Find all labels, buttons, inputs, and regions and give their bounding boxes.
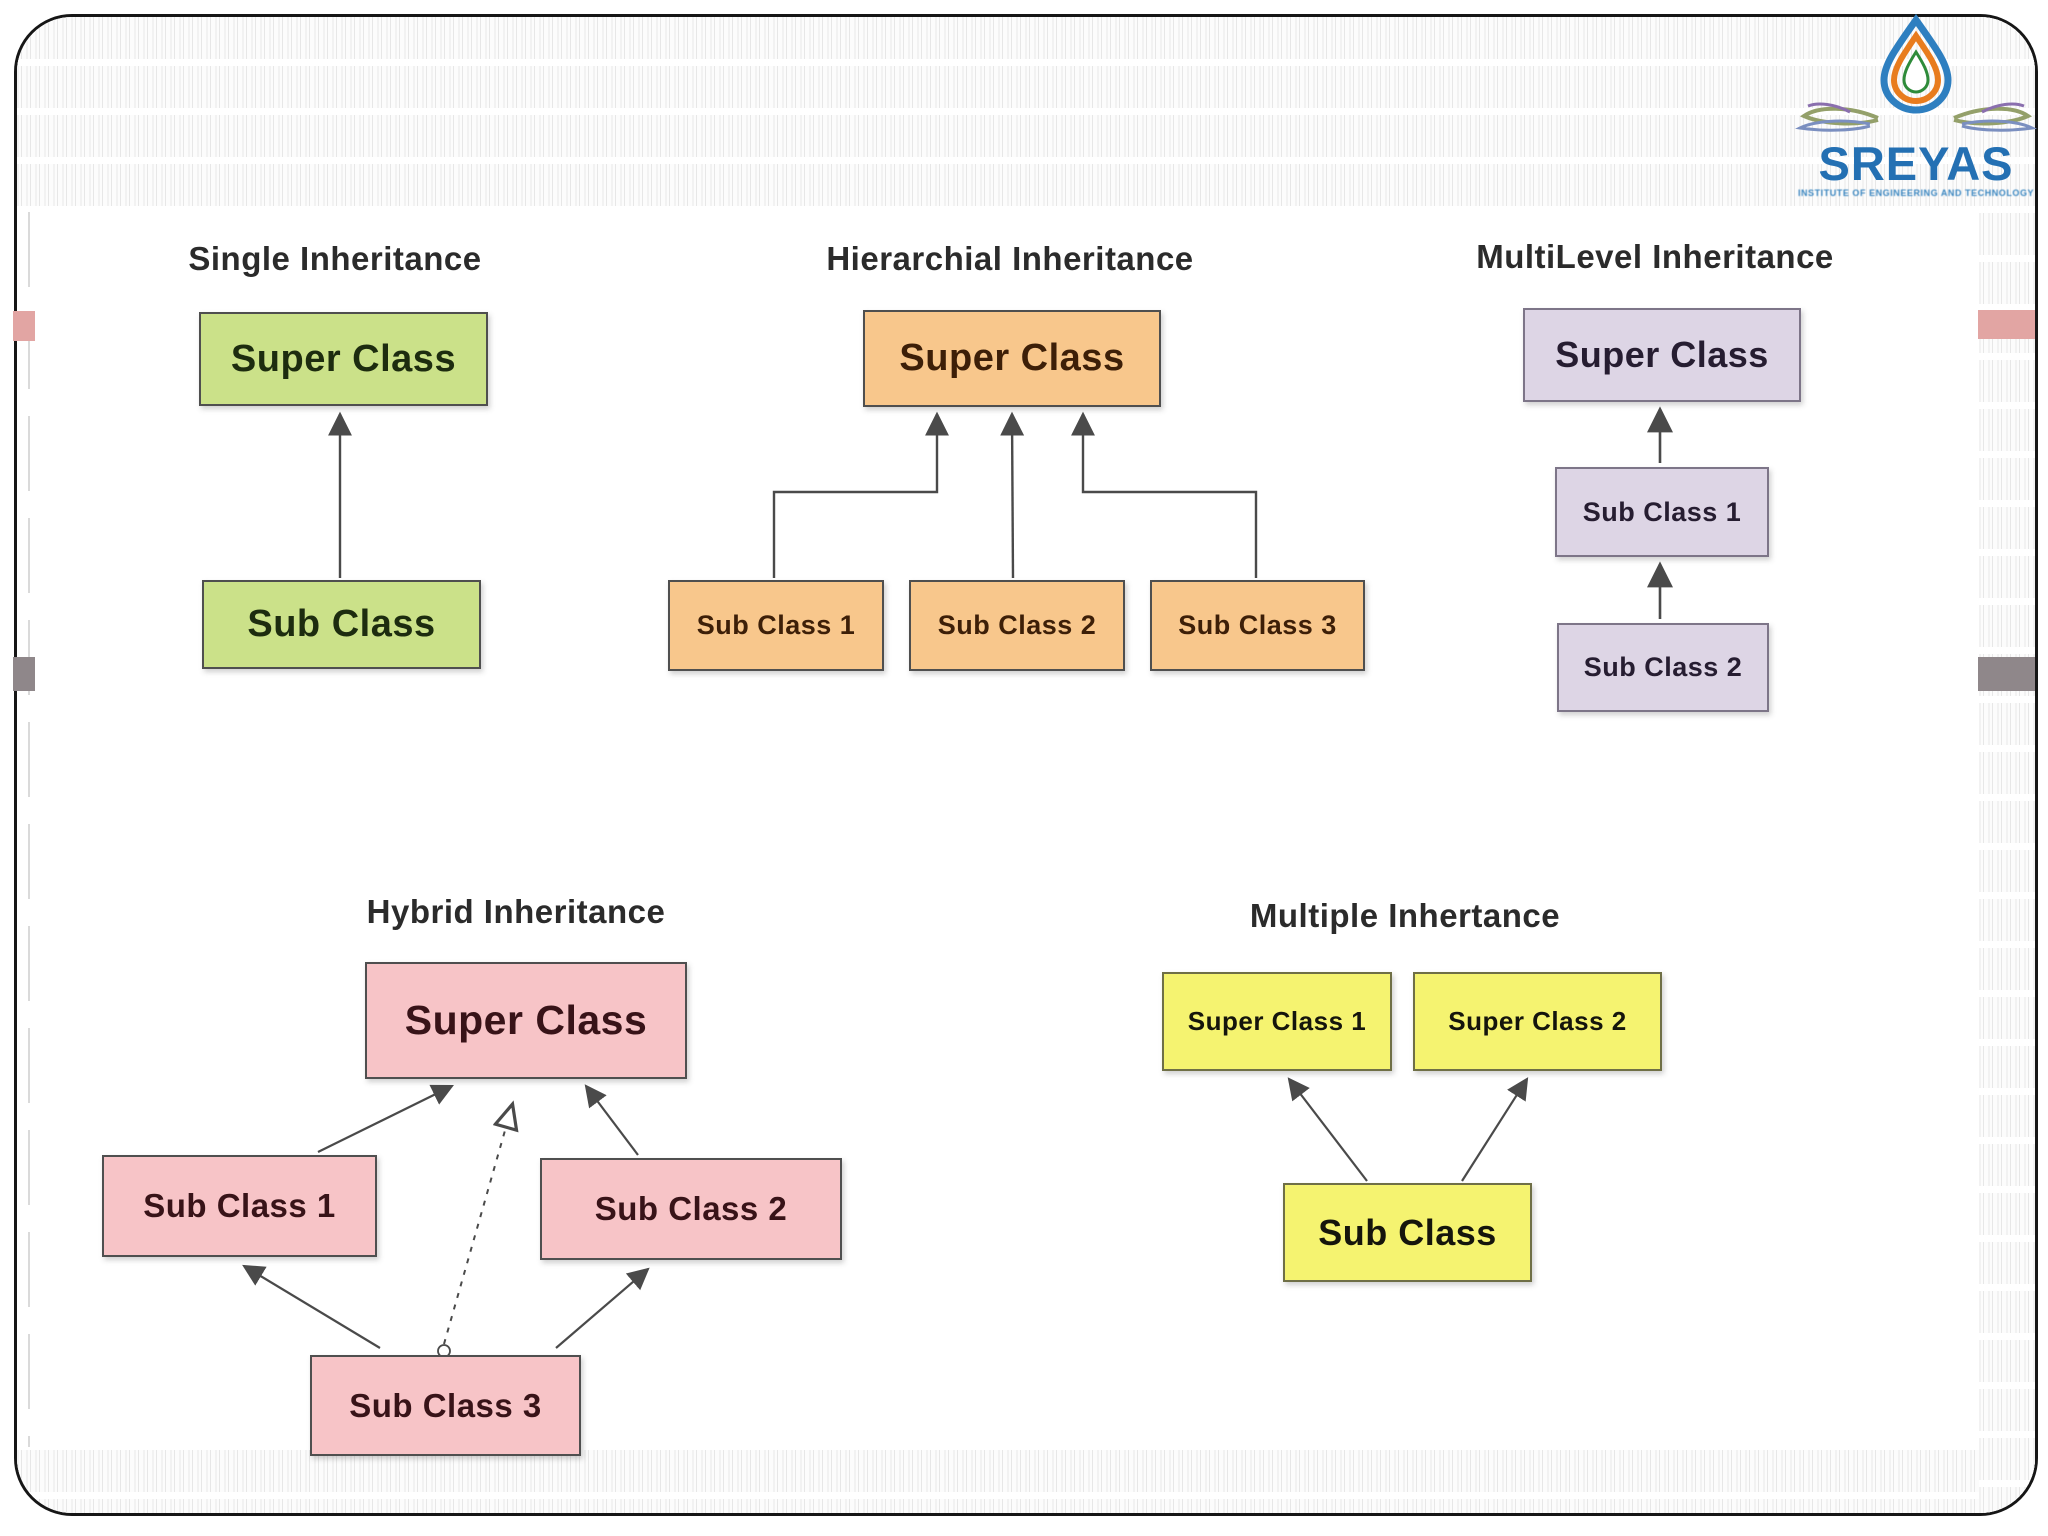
arrow-hier-sub3-to-super (1071, 411, 1258, 578)
multilevel-super-class-label: Super Class (1555, 334, 1769, 375)
arrow-hier-sub1-to-super (772, 411, 949, 578)
multiple-sub-class-box: Sub Class (1283, 1183, 1532, 1282)
left-gray-marker (13, 657, 35, 691)
right-texture-band (1979, 17, 2035, 1513)
hierarchical-sub-class-3-label: Sub Class 3 (1178, 610, 1337, 640)
logo-tagline-text: INSTITUTE OF ENGINEERING AND TECHNOLOGY (1797, 188, 2035, 198)
arrow-hybrid-sub2-to-super (584, 1084, 639, 1156)
sreyas-flame-icon (1795, 13, 2037, 132)
right-pink-marker (1978, 310, 2035, 339)
arrow-multiple-sub-to-super2 (1461, 1077, 1529, 1182)
arrow-hybrid-sub3-to-super-dashed (443, 1106, 512, 1345)
multilevel-sub-class-1-label: Sub Class 1 (1582, 496, 1742, 527)
hierarchical-sub-class-1-box: Sub Class 1 (668, 580, 884, 671)
right-gray-marker (1978, 657, 2035, 691)
page-frame (14, 14, 2038, 1516)
multilevel-sub-class-2-box: Sub Class 2 (1557, 623, 1769, 712)
hybrid-sub-class-2-box: Sub Class 2 (540, 1158, 842, 1260)
hybrid-sub-class-3-box: Sub Class 3 (310, 1355, 581, 1456)
hierarchical-sub-class-3-box: Sub Class 3 (1150, 580, 1365, 671)
sreyas-logo: SREYAS INSTITUTE OF ENGINEERING AND TECH… (1700, 13, 2045, 199)
arrow-hier-sub2-to-super (1000, 411, 1025, 579)
hybrid-inheritance-title: Hybrid Inheritance (366, 893, 666, 930)
left-margin-dashed-line (28, 212, 30, 1447)
single-sub-class-label: Sub Class (247, 603, 436, 645)
hybrid-sub-class-1-box: Sub Class 1 (102, 1155, 377, 1257)
arrow-multiple-sub-to-super1 (1287, 1077, 1368, 1182)
logo-brand-text: SREYAS (1818, 137, 2014, 190)
hybrid-sub-class-1-label: Sub Class 1 (143, 1187, 336, 1224)
multiple-super-class-2-label: Super Class 2 (1448, 1006, 1627, 1036)
hierarchical-super-class-box: Super Class (863, 310, 1161, 407)
multilevel-sub-class-2-label: Sub Class 2 (1583, 652, 1743, 682)
top-texture-band (17, 17, 2035, 209)
multiple-sub-class-label: Sub Class (1318, 1211, 1497, 1253)
multiple-super-class-2-box: Super Class 2 (1413, 972, 1662, 1071)
hybrid-super-class-label: Super Class (404, 997, 648, 1043)
single-super-class-label: Super Class (230, 337, 457, 380)
hierarchical-super-class-label: Super Class (899, 337, 1125, 379)
multilevel-sub-class-1-box: Sub Class 1 (1555, 467, 1769, 557)
left-pink-marker (13, 311, 35, 341)
hierarchical-sub-class-1-label: Sub Class 1 (696, 610, 856, 640)
multiple-inheritance-title: Multiple Inhertance (1249, 897, 1561, 934)
hierarchical-inheritance-title: Hierarchial Inheritance (826, 240, 1194, 277)
arrow-hybrid-sub3-to-sub1 (242, 1264, 381, 1349)
multiple-super-class-1-box: Super Class 1 (1162, 972, 1392, 1071)
hybrid-super-class-box: Super Class (365, 962, 687, 1079)
multilevel-super-class-box: Super Class (1523, 308, 1801, 402)
single-inheritance-title: Single Inheritance (188, 240, 482, 277)
single-sub-class-box: Sub Class (202, 580, 481, 669)
single-super-class-box: Super Class (199, 312, 488, 406)
hierarchical-sub-class-2-box: Sub Class 2 (909, 580, 1125, 671)
hybrid-sub-class-2-label: Sub Class 2 (594, 1190, 788, 1227)
hybrid-sub-class-3-label: Sub Class 3 (349, 1386, 542, 1424)
multiple-super-class-1-label: Super Class 1 (1187, 1006, 1367, 1036)
bottom-texture-band (17, 1450, 2035, 1513)
arrow-hybrid-sub3-to-sub2 (555, 1267, 650, 1349)
multilevel-inheritance-title: MultiLevel Inheritance (1476, 238, 1834, 275)
arrow-hybrid-sub1-to-super (317, 1084, 454, 1153)
hierarchical-sub-class-2-label: Sub Class 2 (937, 610, 1097, 640)
